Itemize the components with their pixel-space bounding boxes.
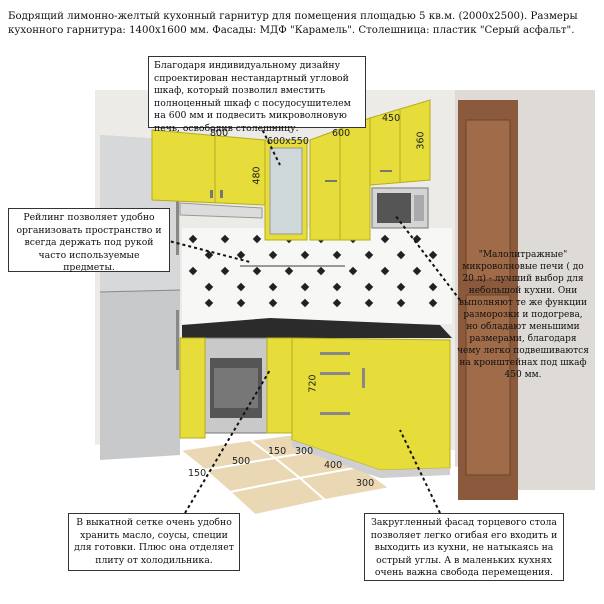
pullout-cabinet [179, 337, 206, 439]
dimension-label: 600х550 [267, 136, 309, 147]
dimension-label: 500 [232, 456, 251, 467]
microwave [371, 187, 429, 229]
callout-microwave: "Малолитражные" микроволновые печи ( до … [457, 250, 589, 380]
dimension-label: 150 [268, 446, 287, 457]
lower-cabinets [266, 337, 451, 478]
callout-corner-cabinet: Благодаря индивидуальному дизайну спроек… [148, 56, 366, 134]
leader-lines [164, 124, 461, 514]
dimension-label: 150 [188, 468, 207, 479]
dimension-label: 400 [324, 460, 343, 471]
door [458, 100, 518, 500]
callout-pullout: В выкатной сетке очень удобно хранить ма… [68, 513, 240, 571]
stove [204, 337, 268, 434]
dimension-label: 800 [210, 128, 228, 139]
page-title: Бодрящий лимонно-желтый кухонный гарниту… [8, 11, 578, 36]
callout-rounded-facade: Закругленный фасад торцевого стола позво… [364, 513, 564, 581]
callout-railing: Рейлинг позволяет удобно организовать пр… [8, 208, 170, 273]
dimension-label: 720 [307, 374, 319, 393]
upper-cabinets-left [151, 129, 266, 219]
dimension-label: 300 [356, 478, 375, 489]
upper-cabinets-right [309, 99, 431, 241]
dimension-label: 450 [382, 113, 401, 124]
backsplash [182, 228, 452, 324]
dimension-label: 300 [295, 446, 314, 457]
dimension-label: 360 [415, 131, 427, 150]
glass-cabinet [264, 139, 308, 241]
dimension-label: 600 [332, 128, 351, 139]
dimension-label: 480 [251, 166, 263, 185]
